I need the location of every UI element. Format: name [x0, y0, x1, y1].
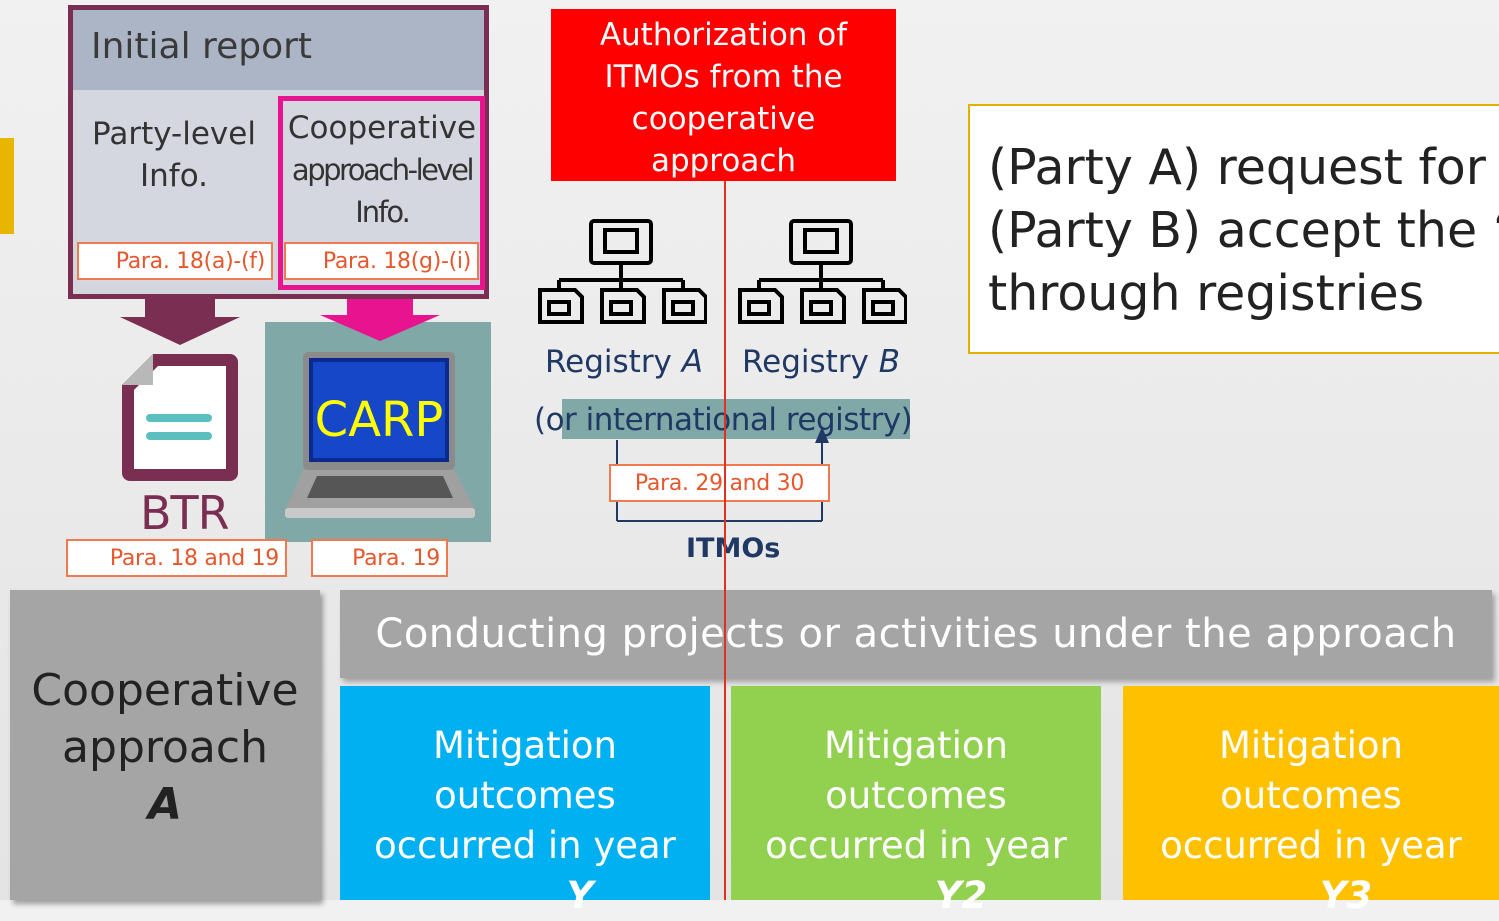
mitigation-y3-year: Y3 [1319, 874, 1373, 917]
mitigation-y2-line1: Mitigation outcomes [823, 724, 1009, 817]
registry-b-network-icon [738, 219, 907, 324]
btr-label: BTR [140, 486, 230, 540]
para-19-label: Para. 19 [311, 539, 448, 577]
party-level-info: Party-level Info. [92, 116, 256, 194]
mitigation-y-line2: occurred in year [374, 824, 676, 867]
mitigation-y2-year: Y2 [934, 874, 988, 917]
authorization-line4: approach [650, 143, 797, 179]
coop-approach-line2: approach [62, 722, 268, 773]
registry-a-label: Registry A [545, 344, 703, 380]
coop-approach-line1: Cooperative [31, 665, 299, 716]
conducting-bar: Conducting projects or activities under … [340, 590, 1492, 678]
para-18-19-label: Para. 18 and 19 [66, 539, 287, 577]
para-18a-f-label: Para. 18(a)-(f) [77, 242, 273, 280]
request-line3: through registries [988, 265, 1425, 322]
initial-report-title-bar [73, 10, 484, 90]
registry-b-label: Registry B [742, 344, 901, 380]
initial-report-title: Initial report [91, 26, 313, 67]
coop-approach-letter: A [147, 779, 183, 830]
mitigation-y-year: Y [566, 874, 594, 917]
coop-approach-text: Cooperative approach A [10, 662, 320, 833]
request-line1: (Party A) request for “ [988, 139, 1499, 196]
request-line2: (Party B) accept the “ [988, 202, 1499, 259]
mitigation-y3-line2: occurred in year [1160, 824, 1462, 867]
document-icon [122, 354, 238, 481]
coop-level-line3: Info. [355, 195, 411, 229]
arrow-to-btr-icon [120, 299, 240, 345]
laptop-icon [285, 352, 475, 518]
itmos-label: ITMOs [686, 533, 781, 564]
mitigation-box-y2: Mitigation outcomes occurred in year Y2 [731, 686, 1101, 917]
mitigation-y3-line1: Mitigation outcomes [1218, 724, 1404, 817]
carp-label: CARP [314, 392, 444, 448]
mitigation-y2-line2: occurred in year [765, 824, 1067, 867]
arrow-to-carp-icon [320, 299, 440, 341]
request-text: (Party A) request for “ (Party B) accept… [988, 136, 1499, 325]
authorization-line3: cooperative [631, 101, 816, 137]
coop-level-line2: approach-level [291, 153, 475, 187]
authorization-line2: ITMOs from the [604, 59, 843, 95]
international-registry-label: (or international registry) [534, 402, 913, 438]
para-29-30-label: Para. 29 and 30 [609, 464, 830, 502]
authorization-timeline-line [724, 181, 726, 900]
international-registry-band [562, 399, 910, 439]
mitigation-y-line1: Mitigation outcomes [432, 724, 618, 817]
conducting-label: Conducting projects or activities under … [375, 611, 1457, 657]
left-edge-tab [0, 138, 14, 234]
para-18g-i-label: Para. 18(g)-(i) [284, 242, 479, 280]
mitigation-box-y3: Mitigation outcomes occurred in year Y3 [1123, 686, 1499, 917]
registry-a-network-icon [538, 219, 707, 324]
request-box [968, 104, 1499, 354]
mitigation-box-y: Mitigation outcomes occurred in year Y [340, 686, 710, 917]
authorization-box: Authorization of ITMOs from the cooperat… [551, 9, 896, 181]
coop-level-line1: Cooperative [287, 110, 477, 146]
coop-approach-box [10, 590, 320, 900]
authorization-line1: Authorization of [599, 17, 848, 53]
